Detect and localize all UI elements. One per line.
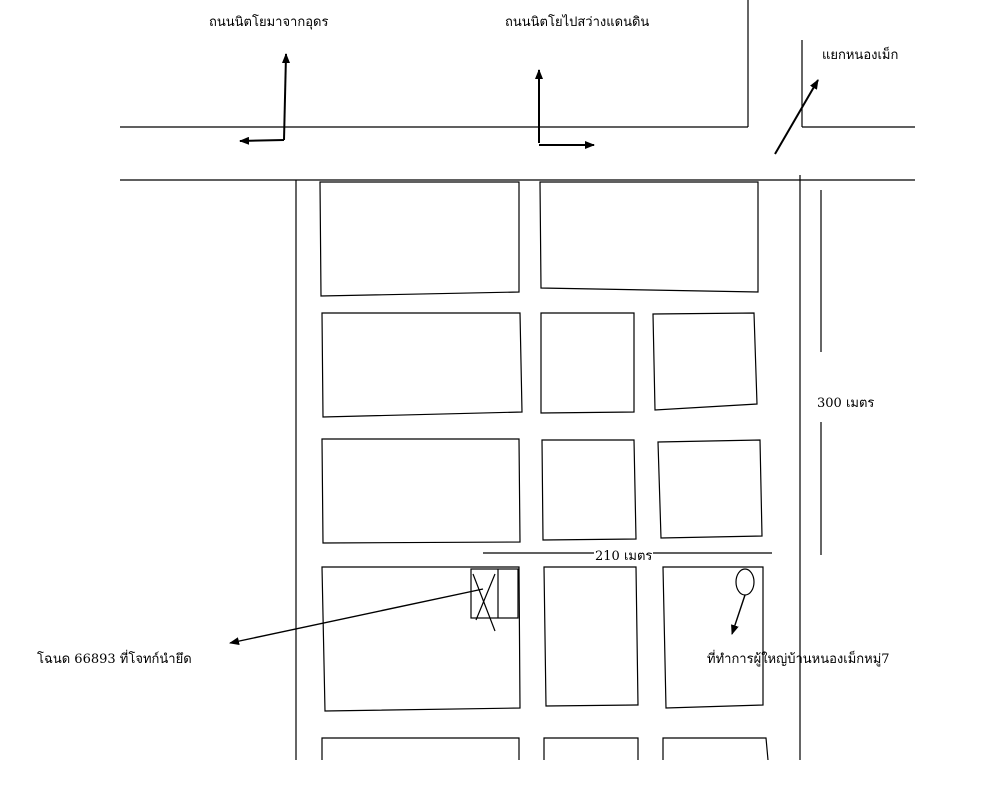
plot-marker-cross-2 [475,573,496,621]
block-r4-c [662,566,764,709]
block-r1-right [539,181,759,293]
block-r4-b [543,566,639,707]
block-r3-b [541,439,637,541]
plot-marker [470,568,519,619]
block-r5-b [543,737,639,760]
block-r4-a [321,566,521,712]
plot-marker-cross-1 [472,573,496,632]
junction-label: แยกหนองเม็ก [822,48,899,63]
arrow-junction [774,79,819,155]
block-r5-a [321,737,520,760]
block-r3-a [321,438,521,544]
office-marker [735,568,755,596]
distance-label-horizontal: 210 เมตร [594,549,654,565]
plot-label: โฉนด 66893 ที่โจทก์นำยึด [37,652,192,667]
village-office-label: ที่ทำการผู้ใหญ่บ้านหนองเม็กหมู่7 [707,652,890,667]
road-label-to-sawang: ถนนนิตโยไปสว่างแดนดิน [505,15,650,30]
arrow-office [731,594,746,635]
arrow-from-udon-left [239,136,285,145]
block-r2-b [540,312,635,414]
block-r1-left [319,181,520,297]
block-r3-c [657,439,763,539]
block-r2-c [652,312,758,411]
road-label-from-udon: ถนนนิตโยมาจากอุดร [209,15,329,30]
arrow-from-udon [283,54,287,141]
arrow-plot [229,588,484,646]
block-r2-a [321,312,523,418]
block-r5-c [662,737,769,761]
distance-label-vertical: 300 เมตร [817,396,875,411]
